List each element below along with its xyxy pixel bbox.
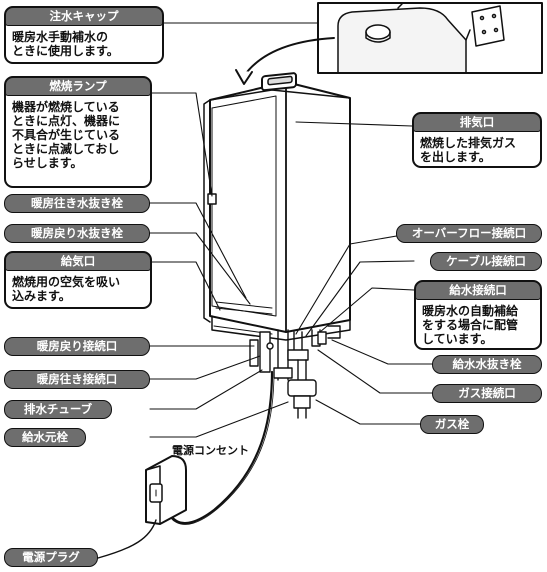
heat-ret-drain-label: 暖房戻り水抜き栓 (4, 224, 150, 243)
leader-lines (89, 22, 433, 438)
exhaust-callout: 排気口 燃焼した排気ガス を出します。 (412, 112, 542, 168)
water-cap-title: 注水キャップ (5, 7, 163, 26)
water-cap-inset (317, 2, 543, 74)
pipes (249, 325, 341, 419)
cable-conn-label: ケーブル接続口 (430, 252, 542, 271)
feed-conn-desc: 暖房水の自動補給 をする場合に配管 しています。 (422, 304, 519, 346)
heat-out-conn-label: 暖房往き接続口 (4, 370, 150, 389)
plug-cord (97, 519, 157, 559)
exhaust-title: 排気口 (413, 113, 541, 132)
overflow-conn-label: オーバーフロー接続口 (396, 224, 542, 243)
power-plug-label: 電源プラグ (4, 548, 98, 567)
cap-arrow (243, 37, 335, 77)
exhaust-desc: 燃焼した排気ガス を出します。 (420, 136, 517, 164)
drain-tube-label: 排水チューブ (4, 400, 112, 419)
burn-lamp-title: 燃焼ランプ (5, 77, 151, 96)
feed-conn-callout: 給水接続口 暖房水の自動補給 をする場合に配管 しています。 (414, 280, 542, 350)
gas-conn-label: ガス接続口 (432, 384, 542, 403)
feed-conn-title: 給水接続口 (415, 281, 541, 300)
intake-desc: 燃焼用の空気を吸い 込みます。 (12, 275, 121, 303)
supply-valve-label: 給水元栓 (4, 428, 86, 447)
intake-callout: 給気口 燃焼用の空気を吸い 込みます。 (4, 251, 152, 309)
burn-lamp-callout: 燃焼ランプ 機器が燃焼している ときに点灯、機器に 不具合が生じている ときに点… (4, 76, 152, 188)
heat-ret-conn-label: 暖房戻り接続口 (4, 337, 150, 356)
water-cap-callout: 注水キャップ 暖房水手動補水の ときに使用します。 (4, 6, 164, 64)
power-outlet (145, 455, 187, 525)
water-cap-desc: 暖房水手動補水の ときに使用します。 (12, 30, 119, 58)
heat-out-drain-label: 暖房往き水抜き栓 (4, 194, 150, 213)
burn-lamp-desc: 機器が燃焼している ときに点灯、機器に 不具合が生じている ときに点滅しておし … (12, 100, 121, 170)
feed-drain-label: 給水水抜き栓 (432, 355, 542, 374)
intake-title: 給気口 (5, 252, 151, 271)
gas-valve-label: ガス栓 (420, 415, 484, 434)
heater-body (203, 72, 351, 341)
power-outlet-label: 電源コンセント (172, 444, 249, 457)
